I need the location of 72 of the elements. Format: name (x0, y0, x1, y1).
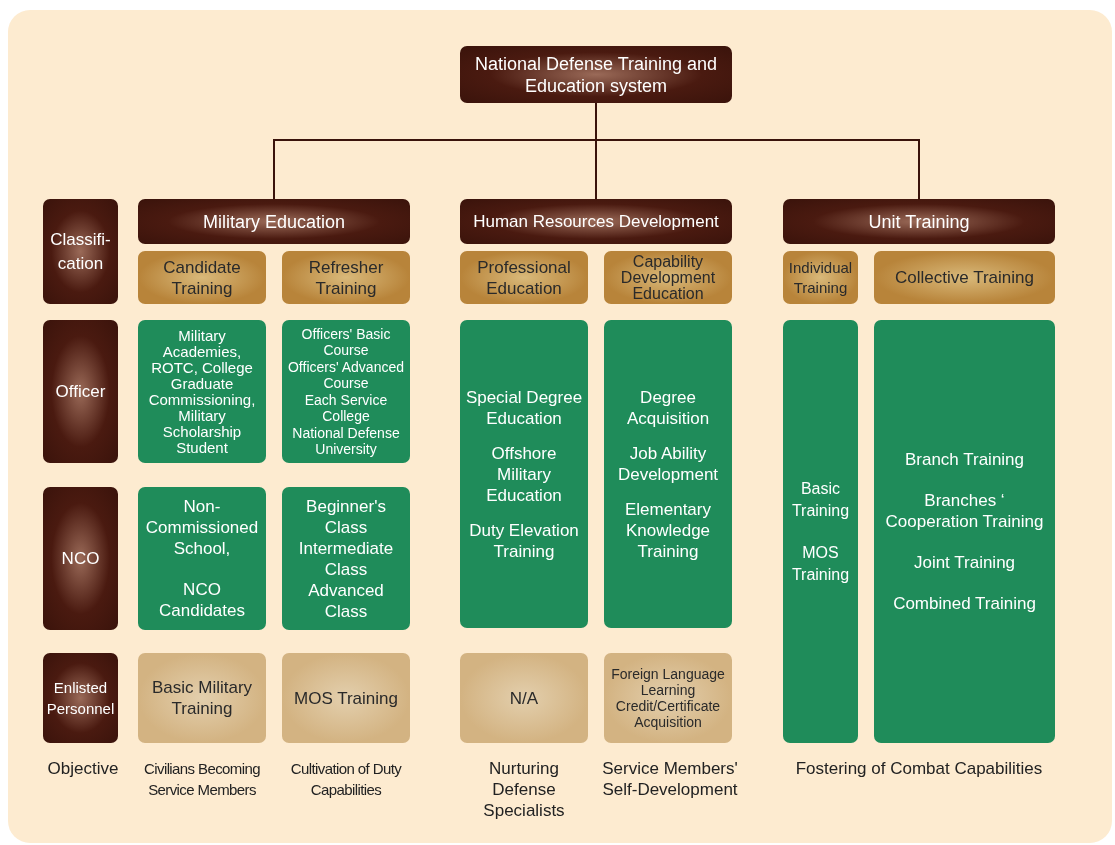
box-text: Human Resources Development (473, 210, 719, 233)
category-box (604, 251, 732, 304)
box-text: Each Service College (303, 391, 389, 425)
box-text: Advanced Class (307, 579, 385, 622)
program-box (282, 320, 410, 463)
program-box (460, 653, 588, 743)
box-text: Professional Education (476, 256, 572, 299)
box-text: NCO Candidates (158, 579, 246, 621)
box-text: Candidate Training (162, 256, 242, 299)
box-text: Job Ability Development (616, 442, 720, 485)
program-box (783, 320, 858, 743)
box-text: Degree Acquisition (625, 386, 711, 429)
header-box (43, 320, 118, 463)
box-text: N/A (509, 687, 539, 709)
header-box (43, 487, 118, 630)
box-text: Combined Training (893, 593, 1036, 614)
box-text: Offshore Military Education (485, 442, 563, 506)
box-text: National Defense University (291, 424, 401, 458)
program-box (460, 320, 588, 628)
box-text: Officers' Basic Course (300, 325, 392, 359)
objective-text: Service Members' Self-Development (601, 758, 739, 800)
objective-text: Civilians Becoming Service Members (143, 759, 261, 800)
box-text: Duty Elevation Training (468, 519, 580, 562)
box-text: Refresher Training (307, 256, 385, 299)
program-box (282, 653, 410, 743)
header-box (43, 653, 118, 743)
box-text: Special Degree Education (464, 386, 584, 429)
program-box (604, 320, 732, 628)
program-box (282, 487, 410, 630)
header-box (460, 199, 732, 244)
header-box (138, 199, 410, 244)
category-box (460, 251, 588, 304)
objective-text: Fostering of Combat Capabilities (794, 758, 1044, 779)
box-text: Officer (55, 381, 106, 402)
box-text: Branches ‘ Cooperation Training (884, 490, 1045, 532)
category-box (874, 251, 1055, 304)
box-text: Officers' Advanced Course (286, 358, 405, 392)
header-box (43, 199, 118, 304)
box-text: Enlisted Personnel (46, 678, 115, 719)
program-box (604, 653, 732, 743)
box-text: Individual Training (787, 257, 854, 298)
box-text: Capability Development Education (619, 253, 717, 302)
program-box (874, 320, 1055, 743)
box-text: National Defense Training and Education system (473, 52, 719, 97)
box-text: Classifi- cation (49, 228, 112, 275)
box-text: Joint Training (913, 552, 1016, 573)
header-box (783, 199, 1055, 244)
box-text: Collective Training (895, 267, 1034, 288)
box-text: MOS Training (790, 542, 851, 585)
box-text: Foreign Language Learning Credit/Certificate Acquisition (610, 666, 726, 730)
program-box (138, 653, 266, 743)
program-box (138, 320, 266, 463)
box-text: Military Academies, ROTC, College Graduate Commissioning, Military Scholarship Student (147, 327, 257, 456)
box-text: Military Education (202, 210, 346, 233)
category-box (138, 251, 266, 304)
objective-text: Cultivation of Duty Capabilities (289, 759, 403, 800)
program-box (138, 487, 266, 630)
box-text: Elementary Knowledge Training (624, 498, 712, 562)
box-text: Basic Training (790, 478, 851, 521)
category-box (783, 251, 858, 304)
box-text: Basic Military Training (150, 677, 254, 719)
header-box (460, 46, 732, 103)
box-text: MOS Training (294, 687, 398, 709)
box-text: Branch Training (904, 449, 1025, 470)
objective-text: Nurturing Defense Specialists (482, 758, 566, 821)
box-text: Intermediate Class (297, 537, 395, 580)
category-box (282, 251, 410, 304)
box-text: NCO (61, 548, 100, 569)
box-text: Non-Commissioned School, (144, 496, 260, 559)
row-label: Objective (46, 758, 120, 779)
box-text: Unit Training (868, 210, 970, 233)
box-text: Beginner's Class (305, 495, 387, 538)
